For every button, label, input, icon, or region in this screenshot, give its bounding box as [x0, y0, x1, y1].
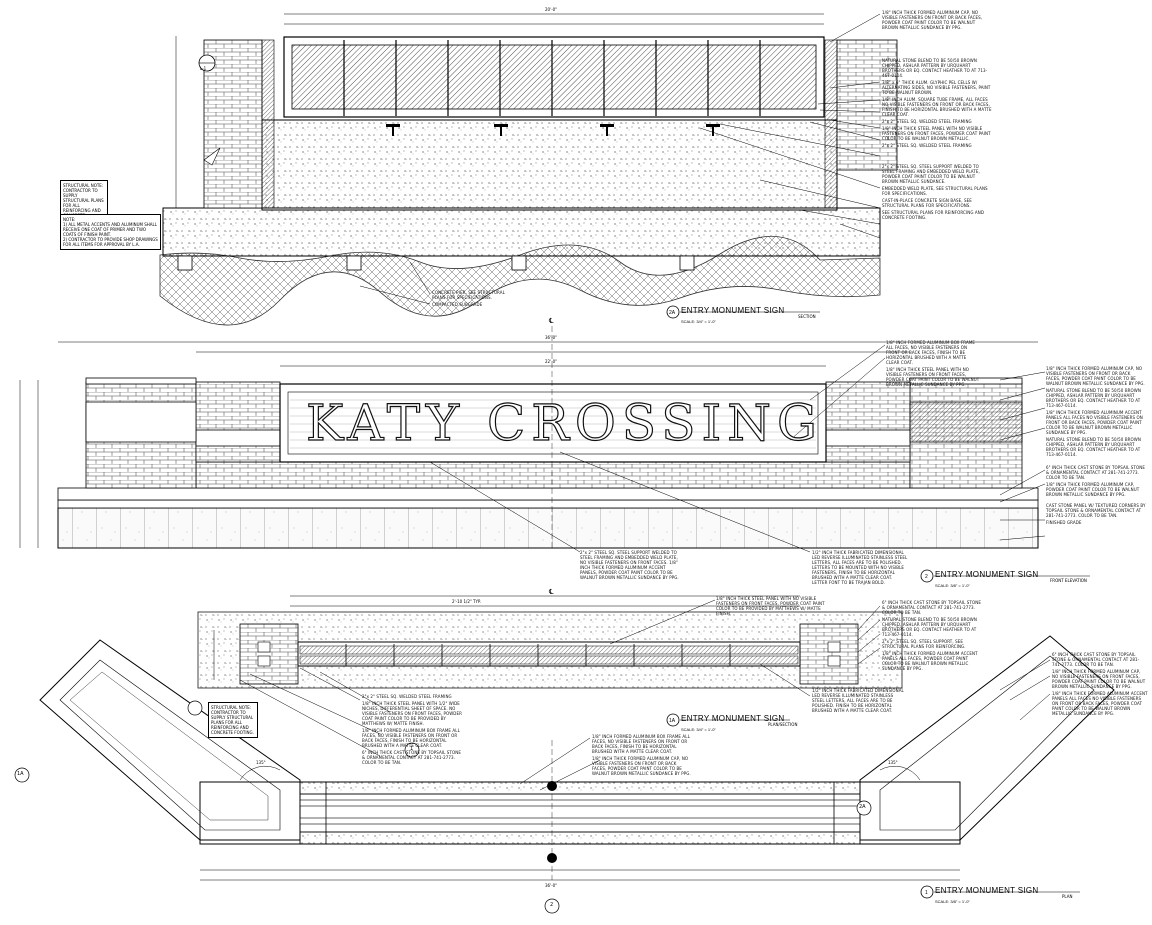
- title-front-num: 2: [925, 574, 928, 580]
- title-front-view: FRONT ELEVATION: [1050, 578, 1087, 583]
- sign-lettering: KATY CROSSING: [305, 393, 823, 452]
- dim-angle-left: 135°: [256, 760, 266, 765]
- concrete-base: [261, 119, 838, 211]
- front-bottom-callout-1: 2"x 2" STEEL SQ. STEEL SUPPORT WELDED TO…: [580, 550, 679, 580]
- cast-stone-base: [57, 507, 1039, 549]
- plansection-callouts-right: 6" INCH THICK CAST STONE BY TOPSAIL STON…: [882, 600, 981, 671]
- marker-plan-2a: 2A: [859, 804, 866, 810]
- dim-section-overall: 20'-0": [545, 7, 558, 12]
- dim-plan-overall: 36'-0": [545, 883, 558, 888]
- title-plan: 1 ENTRY MONUMENT SIGN SCALE: 3/8" = 1'-0…: [921, 880, 1039, 904]
- plansection-callouts-top: 1/8" INCH THICK STEEL PANEL WITH NO VISI…: [716, 596, 825, 616]
- title-section-view: SECTION: [798, 314, 816, 319]
- dim-front-sign: 22'-0": [545, 359, 558, 364]
- title-plan-main: ENTRY MONUMENT SIGN: [935, 886, 1039, 895]
- title-plansection-main: ENTRY MONUMENT SIGN: [681, 714, 785, 723]
- plansection-leaders: [239, 599, 881, 757]
- title-front: 2 ENTRY MONUMENT SIGN SCALE: 3/8" = 1'-0…: [921, 564, 1039, 588]
- dim-front-overall: 36'-0": [545, 335, 558, 340]
- section-callouts: 1/8" INCH THICK FORMED ALUMINUM CAP, NO …: [882, 10, 992, 220]
- plansection-callout-led: 1/2" INCH THICK FABRICATED DIMENSIONAL L…: [812, 688, 904, 713]
- title-plansection-view: PLAN/SECTION: [768, 722, 798, 727]
- title-section-num: 2A: [669, 310, 676, 316]
- dim-angle-right: 135°: [888, 760, 898, 765]
- front-elevation-view: [19, 326, 1046, 553]
- title-section-scale: SCALE: 3/4" = 1'-0": [681, 319, 716, 324]
- structural-note-bottom: STRUCTURAL NOTE: CONTRACTOR TO SUPPLY ST…: [208, 702, 258, 738]
- concrete-piers: [177, 255, 695, 271]
- centerline-marker-plan: ℄: [549, 588, 554, 596]
- plan-section-view: [197, 595, 903, 757]
- plansection-callouts-left: 2"x 2" STEEL SQ. WELDED STEEL FRAMING 1/…: [362, 694, 462, 765]
- plan-callouts: 1/8" INCH FORMED ALUMINUM BOX FRAME ALL …: [592, 734, 691, 776]
- general-note-box: NOTE: 1) ALL METAL ACCENTS AND ALUMINUM …: [60, 214, 161, 250]
- title-front-main: ENTRY MONUMENT SIGN: [935, 570, 1039, 579]
- front-top-callouts: 1/8" INCH FORMED ALUMINUM BOX FRAME ALL …: [886, 340, 980, 387]
- title-plan-scale: SCALE: 3/8" = 1'-0": [935, 899, 970, 904]
- marker-plan-1a: 1A: [17, 771, 24, 777]
- title-section: 2A ENTRY MONUMENT SIGN SCALE: 3/4" = 1'-…: [667, 300, 785, 324]
- plan-view: [14, 635, 1115, 914]
- title-plansection-num: 1A: [669, 718, 676, 724]
- dim-plan-typ: 2'-10 1/2" TYP.: [452, 599, 481, 604]
- panel-posts: [343, 40, 761, 116]
- marker-sheet: L-1: [200, 66, 207, 71]
- front-bottom-callout-2: 1/2" INCH THICK FABRICATED DIMENSIONAL L…: [812, 550, 908, 585]
- front-leaders: [429, 344, 1046, 553]
- sign-brushed-lines: [290, 399, 816, 449]
- section-leaders: [359, 13, 881, 305]
- concrete-footing: [162, 207, 881, 257]
- support-legs: [386, 124, 720, 136]
- stone-column-right: [836, 39, 898, 171]
- stone-column-left: [203, 39, 263, 209]
- centerline-marker-front: ℄: [549, 317, 554, 325]
- section-bottom-callouts: CONCRETE PIER, SEE STRUCTURAL PLANS FOR …: [432, 290, 505, 307]
- title-plan-num: 1: [925, 890, 928, 896]
- plan-callouts-right: 6" INCH THICK CAST STONE BY TOPSAIL STON…: [1052, 652, 1148, 716]
- front-right-callouts: 1/8" INCH THICK FORMED ALUMINUM CAP, NO …: [1046, 366, 1146, 525]
- marker-plan-1: 1: [410, 746, 414, 752]
- title-section-main: ENTRY MONUMENT SIGN: [681, 306, 785, 315]
- marker-plan-2: 2: [550, 902, 554, 908]
- title-plansection: 1A ENTRY MONUMENT SIGN SCALE: 3/4" = 1'-…: [667, 708, 785, 732]
- title-plansection-scale: SCALE: 3/4" = 1'-0": [681, 727, 716, 732]
- sign-panel-hatch: [291, 44, 817, 110]
- title-front-scale: SCALE: 3/8" = 1'-0": [935, 583, 970, 588]
- title-plan-view: PLAN: [1062, 894, 1073, 899]
- section-view: [159, 13, 898, 326]
- title-symbols: [666, 305, 934, 899]
